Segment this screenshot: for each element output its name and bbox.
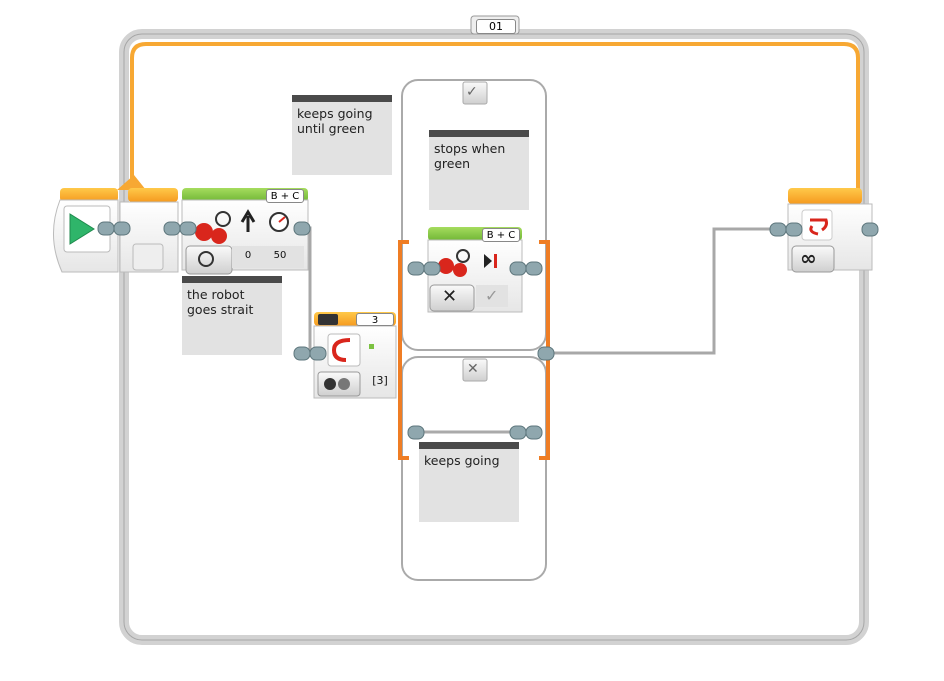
move-ports-label-1[interactable]: B + C [266, 189, 304, 203]
mode-off-cross-icon[interactable]: ✕ [442, 286, 458, 307]
comment-keeps-going[interactable]: keeps going [419, 442, 519, 522]
loop-name-label[interactable]: 01 [476, 19, 516, 34]
loop-start-block[interactable] [119, 188, 179, 273]
start-block[interactable] [52, 188, 119, 273]
loop-end-block[interactable] [787, 188, 873, 273]
true-case-check-icon[interactable]: ✓ [466, 84, 478, 100]
comment-keeps-going-until-green[interactable]: keeps going until green [292, 95, 392, 175]
power-value[interactable]: 50 [273, 250, 287, 261]
wait-output-label: [3] [372, 374, 388, 387]
brake-check-icon[interactable]: ✓ [485, 286, 499, 305]
false-case-cross-icon[interactable]: ✕ [467, 361, 479, 377]
plugs [97, 221, 879, 440]
infinity-icon[interactable]: ∞ [800, 246, 817, 270]
steering-value[interactable]: 0 [244, 250, 252, 261]
comment-stops-when-green[interactable]: stops when green [429, 130, 529, 210]
move-ports-label-2[interactable]: B + C [482, 228, 520, 242]
comment-robot-goes-strait[interactable]: the robot goes strait [182, 276, 282, 355]
wait-port-label[interactable]: 3 [356, 313, 394, 326]
